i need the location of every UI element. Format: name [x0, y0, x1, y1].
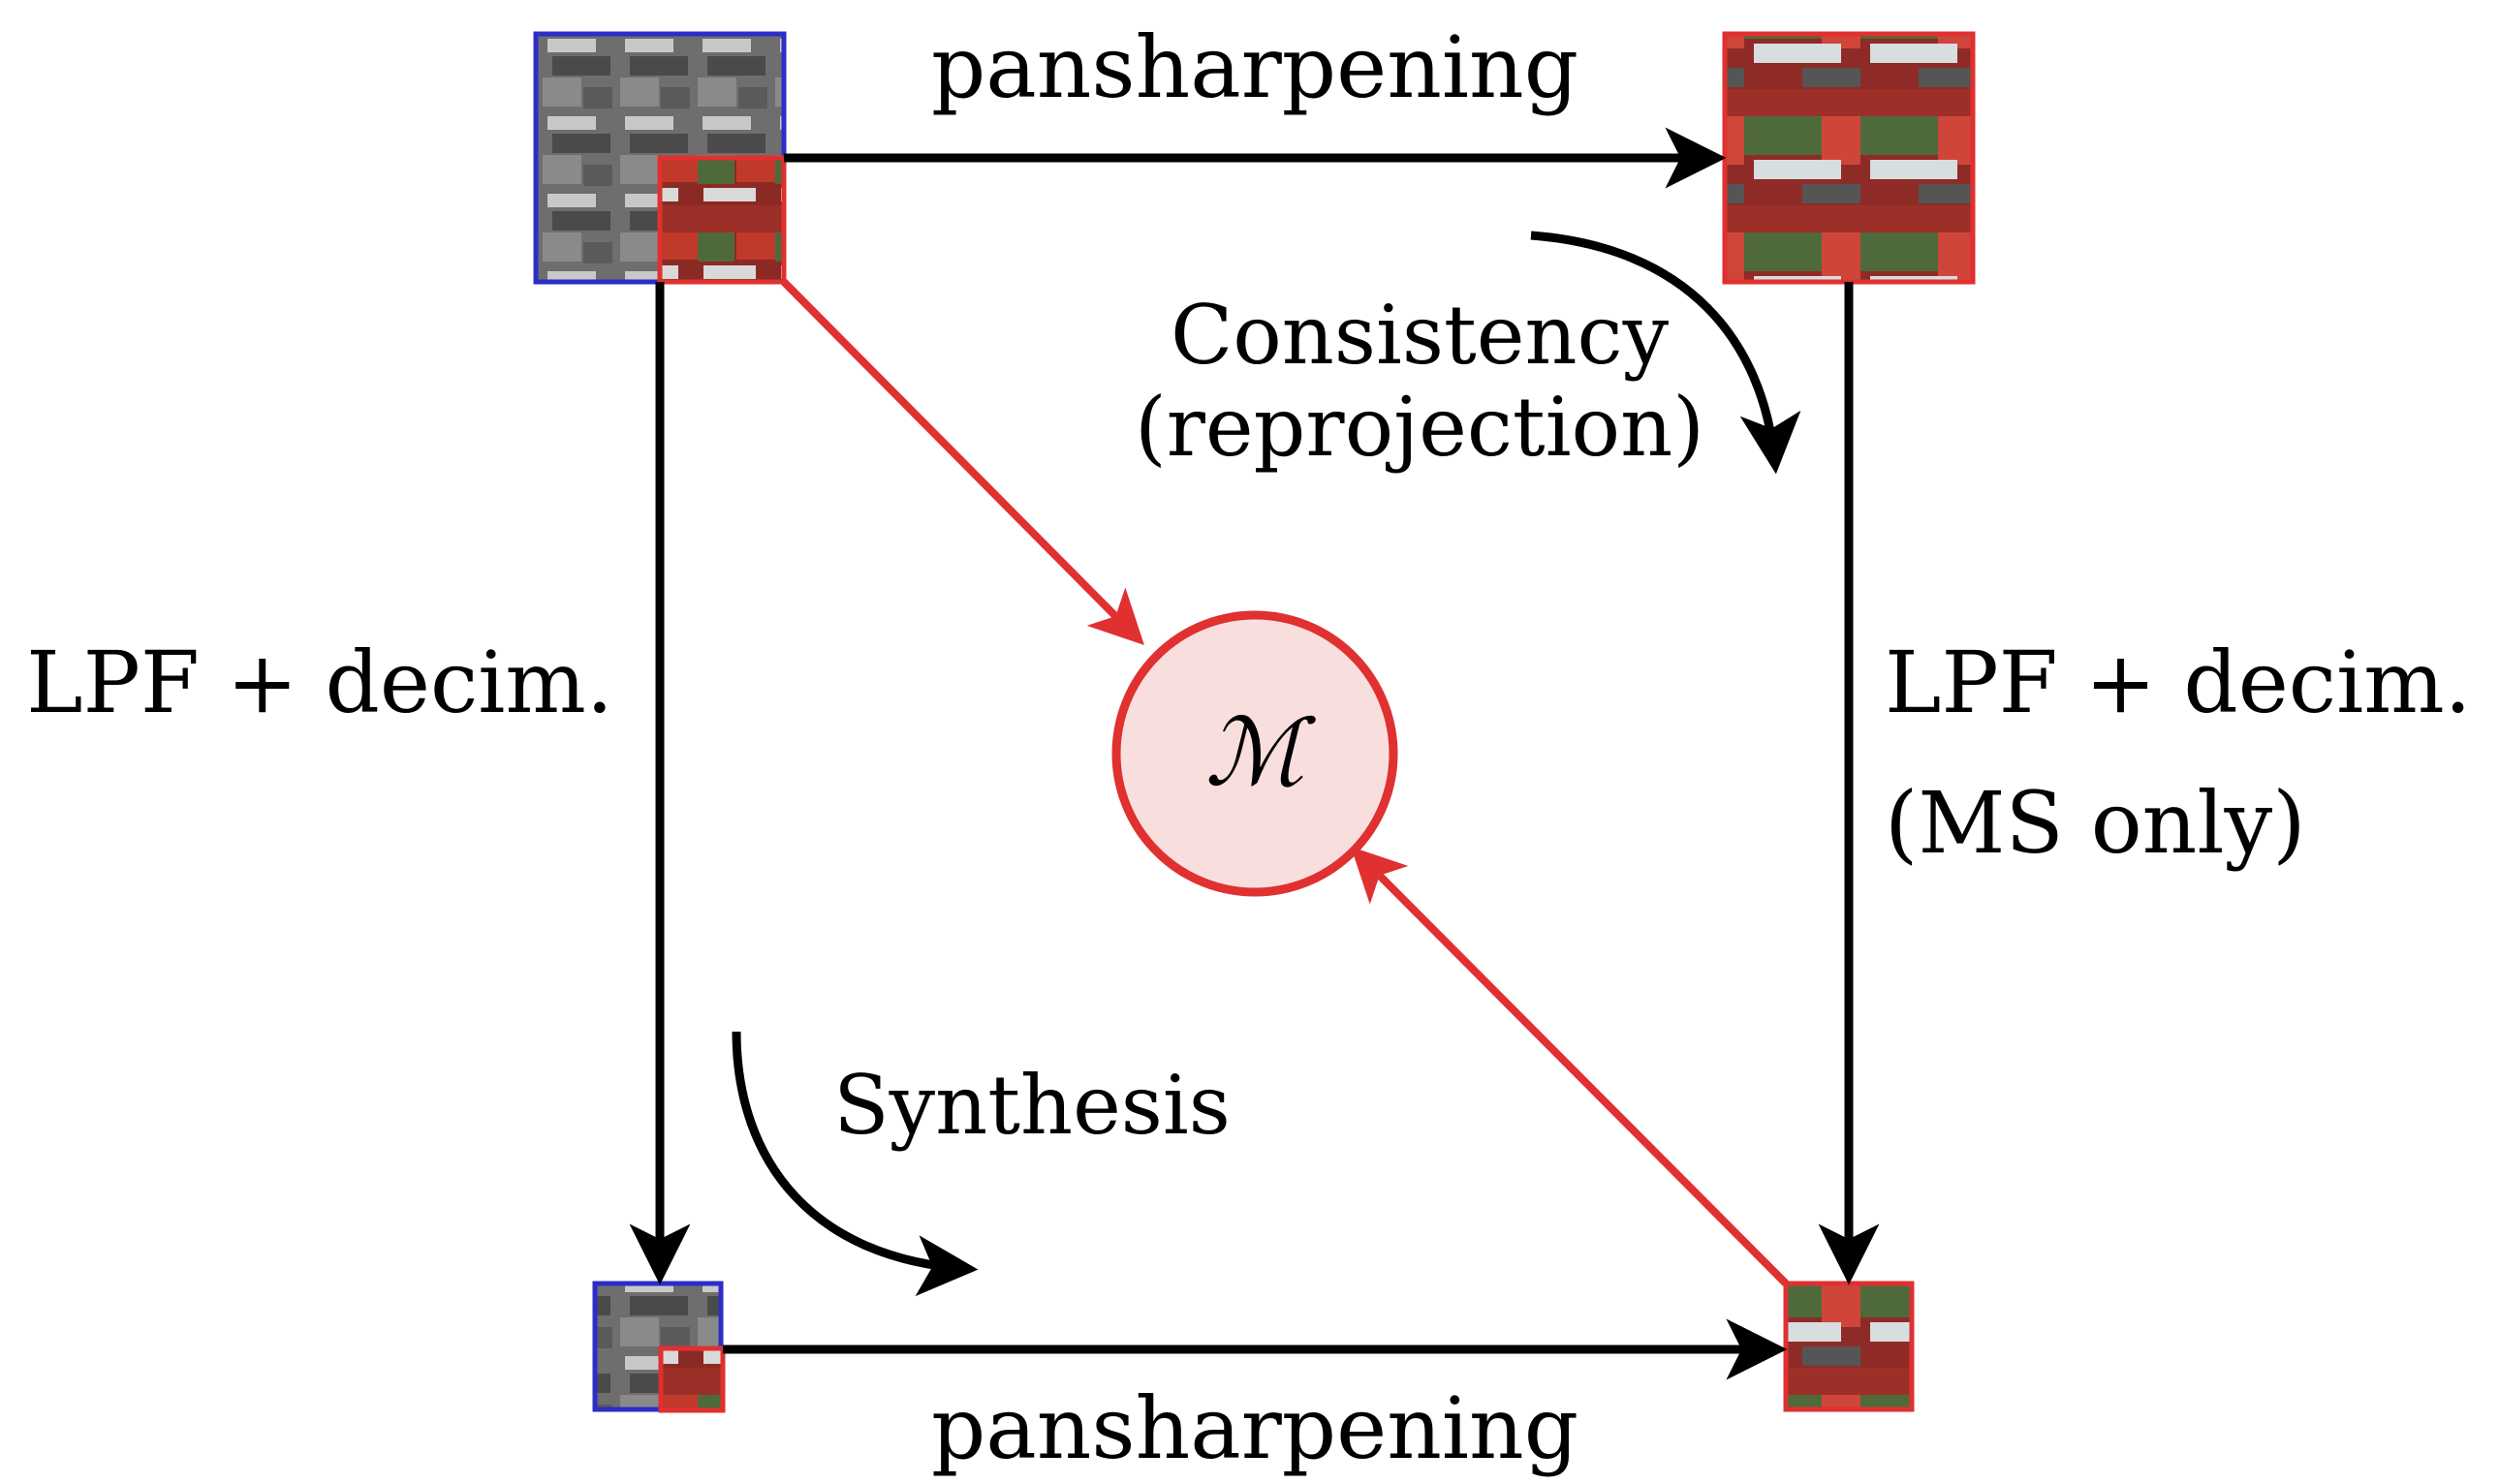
ms-reduced-thumbnail	[658, 1345, 726, 1413]
right-arrow-label-line2: (MS only)	[1885, 773, 2306, 873]
pan-ms-input-full	[533, 31, 787, 285]
left-arrow-label: LPF + decim.	[26, 633, 613, 732]
pansharpened-reduced-thumbnail	[1783, 1281, 1915, 1412]
synthesis-curved-arrow	[732, 1031, 979, 1297]
consistency-curved-arrow	[1530, 231, 1801, 475]
top-arrow-label: pansharpening	[931, 17, 1578, 117]
right-arrow-label-line1: LPF + decim.	[1885, 633, 2472, 732]
bottom-arrow-label: pansharpening	[931, 1378, 1578, 1478]
model-symbol: ℳ	[1205, 698, 1317, 807]
consistency-label-line1: Consistency	[1171, 288, 1670, 383]
ms-image-thumbnail	[657, 155, 787, 285]
consistency-label-line2: (reprojection)	[1135, 380, 1704, 475]
model-node: ℳ	[1111, 610, 1398, 897]
input-to-model-arrow	[781, 279, 1144, 645]
pansharpened-image-thumbnail	[1722, 31, 1976, 285]
reduced-output-to-model-arrow	[1351, 847, 1789, 1286]
pan-ms-input-reduced	[592, 1281, 726, 1413]
synthesis-label: Synthesis	[833, 1058, 1231, 1153]
model-circle	[1111, 610, 1398, 897]
